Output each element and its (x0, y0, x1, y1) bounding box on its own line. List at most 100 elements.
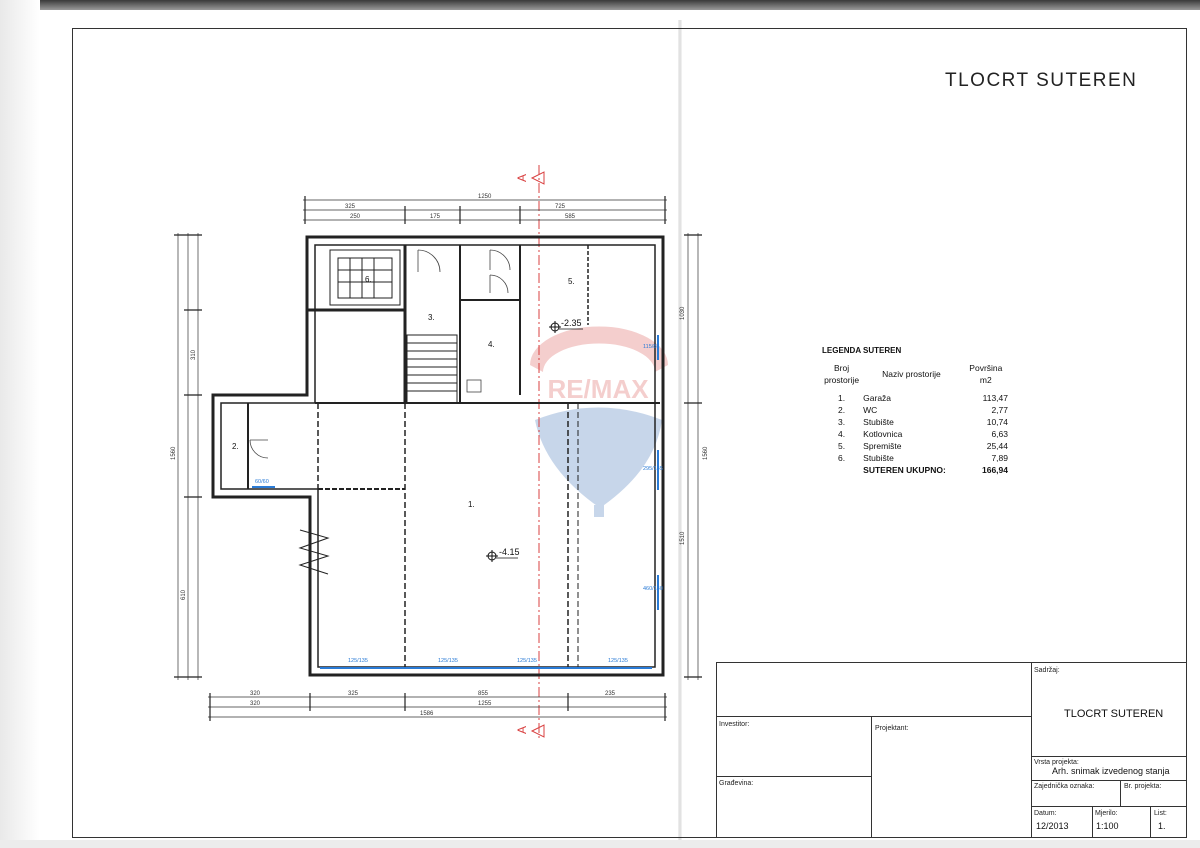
tb-divider (1031, 756, 1187, 757)
legend-total-area: 166,94 (982, 465, 1008, 475)
window-tags: 115/88 295/145 460/140 60/60 125/135 125… (255, 344, 663, 664)
windows (252, 335, 659, 669)
dim-left: 310 (191, 349, 197, 360)
section-arrow-bottom (530, 724, 545, 738)
dim-right: 1510 (680, 531, 686, 545)
legend-row-area: 6,63 (991, 429, 1008, 439)
watermark-balloon-blue (535, 407, 662, 508)
legend-title: LEGENDA SUTEREN (822, 346, 902, 355)
tb-divider (871, 716, 872, 838)
dimension-ticks (174, 196, 702, 721)
walls (211, 235, 665, 677)
ramp-zigzag (298, 529, 330, 575)
tb-mjerilo-value: 1:100 (1096, 821, 1119, 831)
legend-row: 6. Stubište 7,89 (822, 452, 1022, 464)
tb-investitor-label: Investitor: (719, 721, 750, 728)
room-labels: 1. 2. 3. 4. 5. 6. (232, 275, 575, 509)
room-legend: LEGENDA SUTEREN Broj prostorije Naziv pr… (822, 346, 1042, 476)
title-block (716, 662, 1187, 838)
dim-bottom-inner: 325 (348, 691, 359, 697)
dim-right: 1030 (680, 306, 686, 320)
dim-top-inner: 175 (430, 214, 441, 220)
window-tag: 125/135 (608, 658, 628, 664)
stairs-main (406, 334, 458, 404)
doors (249, 249, 511, 459)
dimension-lines (177, 199, 699, 718)
stairs-upper (329, 249, 401, 306)
section-marker-top: A (515, 174, 529, 182)
dim-bottom-inner: 320 (250, 691, 261, 697)
dim-top-mid: 325 (345, 204, 356, 210)
tb-divider (716, 716, 1032, 717)
legend-row-number: 1. (838, 393, 846, 403)
tb-divider (1120, 780, 1121, 806)
tb-projektant-label: Projektant: (875, 725, 909, 732)
room-label-3: 3. (428, 313, 435, 322)
tb-vrsta-value: Arh. snimak izvedenog stanja (1052, 766, 1170, 776)
room-label-1: 1. (468, 500, 475, 509)
tb-divider (1031, 662, 1032, 838)
window-tag: 125/135 (517, 658, 537, 664)
legend-row-area: 7,89 (991, 453, 1008, 463)
tb-mjerilo-label: Mjerilo: (1095, 810, 1118, 817)
dim-bottom-mid: 320 (250, 701, 261, 707)
dim-top-inner: 585 (565, 214, 576, 220)
section-arrow-top (530, 171, 545, 185)
level-marker-lower: -4.15 (486, 547, 520, 562)
dim-bottom-inner: 235 (605, 691, 616, 697)
window-tag: 295/145 (643, 466, 663, 472)
tb-divider (1031, 780, 1187, 781)
tb-datum-value: 12/2013 (1036, 821, 1069, 831)
legend-row-number: 5. (838, 441, 846, 451)
window-tag: 115/88 (643, 344, 659, 350)
dim-bottom-outer: 1586 (420, 711, 434, 717)
tb-datum-label: Datum: (1034, 810, 1057, 817)
legend-col-area: Površina m2 (969, 363, 1003, 385)
legend-table: Broj prostorije Naziv prostorije Površin… (822, 361, 1022, 476)
level-marker-upper: -2.35 (549, 318, 583, 333)
window-tag: 125/135 (438, 658, 458, 664)
legend-col-name: Naziv prostorije (882, 369, 941, 379)
legend-row-name: Kotlovnica (863, 429, 903, 439)
room-label-4: 4. (488, 340, 495, 349)
tb-sadrzaj-label: Sadržaj: (1034, 667, 1060, 674)
dim-left: 610 (181, 589, 187, 600)
legend-row-area: 113,47 (982, 393, 1008, 403)
tb-divider (716, 776, 871, 777)
section-line: A A (515, 165, 545, 740)
room-label-5: 5. (568, 277, 575, 286)
legend-row: 3. Stubište 10,74 (822, 416, 1022, 428)
legend-row: 2. WC 2,77 (822, 404, 1022, 416)
tb-br-projekta-label: Br. projekta: (1124, 783, 1162, 790)
legend-total-label: SUTEREN UKUPNO: (863, 465, 946, 475)
legend-row-area: 25,44 (986, 441, 1008, 451)
page-edge-shadow (0, 0, 40, 848)
watermark-basket (594, 505, 604, 517)
legend-row-name: WC (863, 405, 878, 415)
legend-row-name: Stubište (863, 453, 894, 463)
legend-row: 4. Kotlovnica 6,63 (822, 428, 1022, 440)
tb-sadrzaj-value: TLOCRT SUTEREN (1064, 708, 1164, 720)
legend-row-area: 2,77 (991, 405, 1008, 415)
legend-row-number: 2. (838, 405, 846, 415)
legend-row-area: 10,74 (986, 417, 1008, 427)
tb-zajednicka-label: Zajednička oznaka: (1034, 783, 1095, 790)
legend-row-name: Garaža (863, 393, 892, 403)
dim-top-mid: 725 (555, 204, 566, 210)
remax-watermark: RE/MAX (530, 326, 668, 517)
dim-top-outer: 1250 (478, 194, 492, 200)
level-mark-lower: -4.15 (499, 547, 520, 557)
dim-bottom-inner: 855 (478, 691, 489, 697)
level-mark-upper: -2.35 (561, 318, 582, 328)
room-label-6: 6. (365, 275, 372, 284)
watermark-balloon-red (530, 326, 668, 372)
dim-left: 1560 (171, 446, 177, 460)
tb-list-label: List: (1154, 810, 1167, 817)
legend-col-number: Broj prostorije (824, 363, 860, 385)
tb-vrsta-label: Vrsta projekta: (1034, 759, 1079, 766)
legend-header: Broj prostorije Naziv prostorije Površin… (822, 361, 1022, 392)
window-tag: 125/135 (348, 658, 368, 664)
dim-top-inner: 250 (350, 214, 361, 220)
legend-row-number: 4. (838, 429, 846, 439)
